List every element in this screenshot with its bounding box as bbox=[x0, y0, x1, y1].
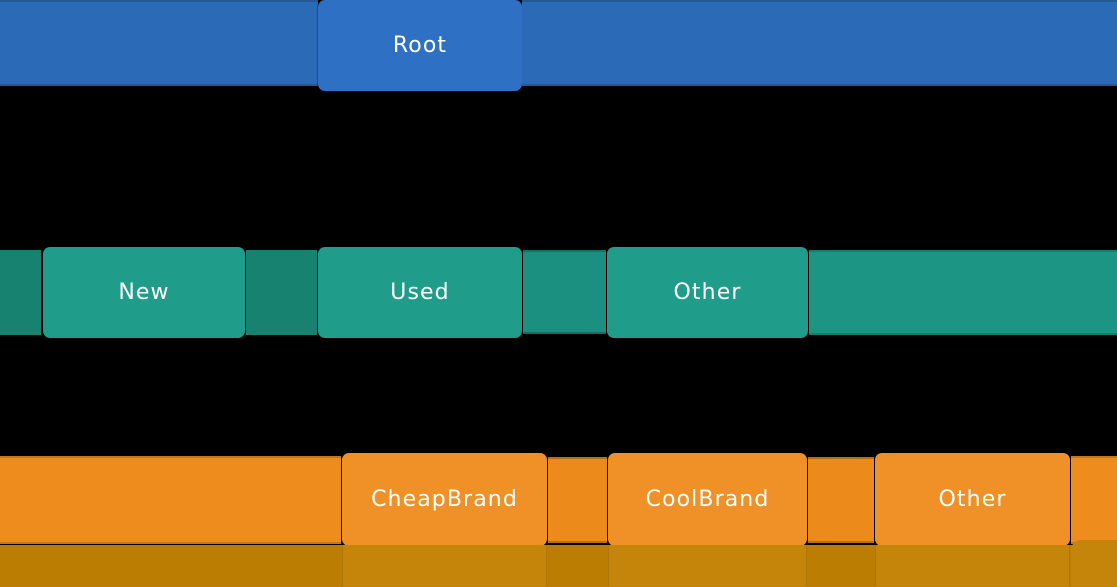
condition-band-d[interactable] bbox=[809, 250, 1117, 335]
node-brand-other[interactable]: Other bbox=[875, 453, 1070, 546]
brand-band-c[interactable] bbox=[808, 457, 874, 543]
condition-band-a[interactable] bbox=[0, 250, 41, 335]
node-condition-other[interactable]: Other bbox=[607, 247, 808, 338]
node-brand-other-label: Other bbox=[938, 486, 1007, 512]
node-coolbrand[interactable]: CoolBrand bbox=[608, 453, 807, 546]
condition-band-b[interactable] bbox=[246, 250, 317, 335]
node-cheapbrand[interactable]: CheapBrand bbox=[342, 453, 547, 546]
leaf-band-segment-coolbrand[interactable] bbox=[608, 545, 807, 587]
node-cheapbrand-label: CheapBrand bbox=[371, 486, 518, 512]
condition-band-c[interactable] bbox=[523, 250, 606, 334]
root-band-left[interactable] bbox=[0, 0, 318, 86]
brand-band-a[interactable] bbox=[0, 456, 341, 544]
node-used[interactable]: Used bbox=[318, 247, 522, 338]
node-used-label: Used bbox=[390, 279, 450, 305]
brand-band-d[interactable] bbox=[1071, 456, 1117, 544]
brand-band-b[interactable] bbox=[548, 457, 607, 543]
node-root[interactable]: Root bbox=[318, 0, 522, 91]
node-condition-other-label: Other bbox=[673, 279, 742, 305]
node-root-label: Root bbox=[392, 32, 448, 58]
leaf-band-corner[interactable] bbox=[1071, 540, 1117, 587]
node-new-label: New bbox=[118, 279, 170, 305]
leaf-band-segment-other[interactable] bbox=[875, 545, 1070, 587]
node-new[interactable]: New bbox=[43, 247, 245, 338]
root-band-right[interactable] bbox=[522, 0, 1117, 86]
node-coolbrand-label: CoolBrand bbox=[645, 486, 770, 512]
leaf-band-segment-cheapbrand[interactable] bbox=[342, 545, 547, 587]
